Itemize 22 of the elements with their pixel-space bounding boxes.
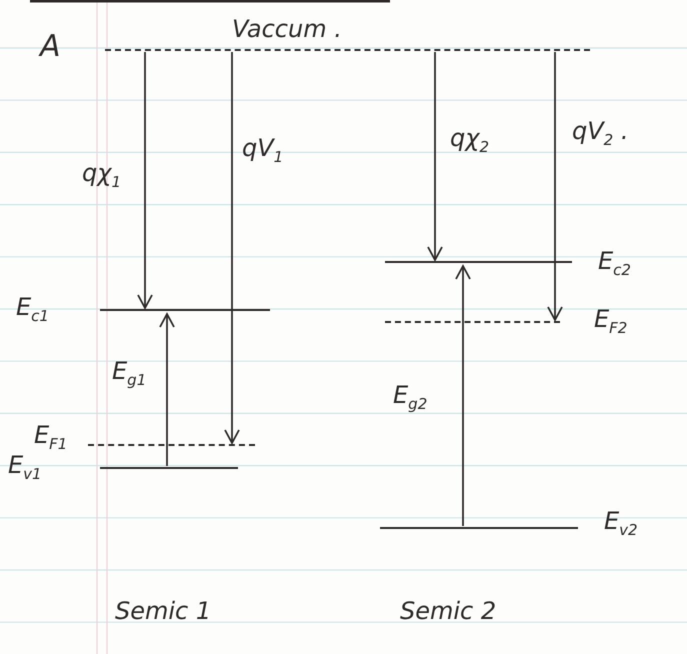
arrow <box>159 313 175 466</box>
arrow <box>224 52 240 444</box>
energy-level-label: E$_{F1}$ <box>34 422 68 452</box>
arrow <box>455 265 471 526</box>
energy-level-label: Vaccum . <box>232 16 342 42</box>
edge-label: E$_{g2}$ <box>393 382 428 412</box>
energy-level-label: E$_{F2}$ <box>594 306 628 336</box>
level-label: A <box>40 30 61 63</box>
arrow <box>137 52 153 309</box>
energy-level-label: E$_{v2}$ <box>604 508 638 538</box>
edge-label: qχ$_{1}$ <box>82 160 121 190</box>
semiconductor-label: Semic 1 <box>115 598 212 624</box>
edge-label: qV$_{2}$ . <box>572 118 628 148</box>
arrow <box>547 52 563 321</box>
edge-label: E$_{g1}$ <box>112 358 146 388</box>
energy-level-label: E$_{v1}$ <box>8 452 42 482</box>
edge-label: qχ$_{2}$ <box>450 125 489 156</box>
energy-level-label: E$_{c2}$ <box>598 248 631 278</box>
edge-label: qV$_{1}$ <box>242 135 284 166</box>
semiconductor-label: Semic 2 <box>400 598 496 624</box>
arrow <box>427 52 443 261</box>
energy-level-label: E$_{c1}$ <box>16 294 49 324</box>
